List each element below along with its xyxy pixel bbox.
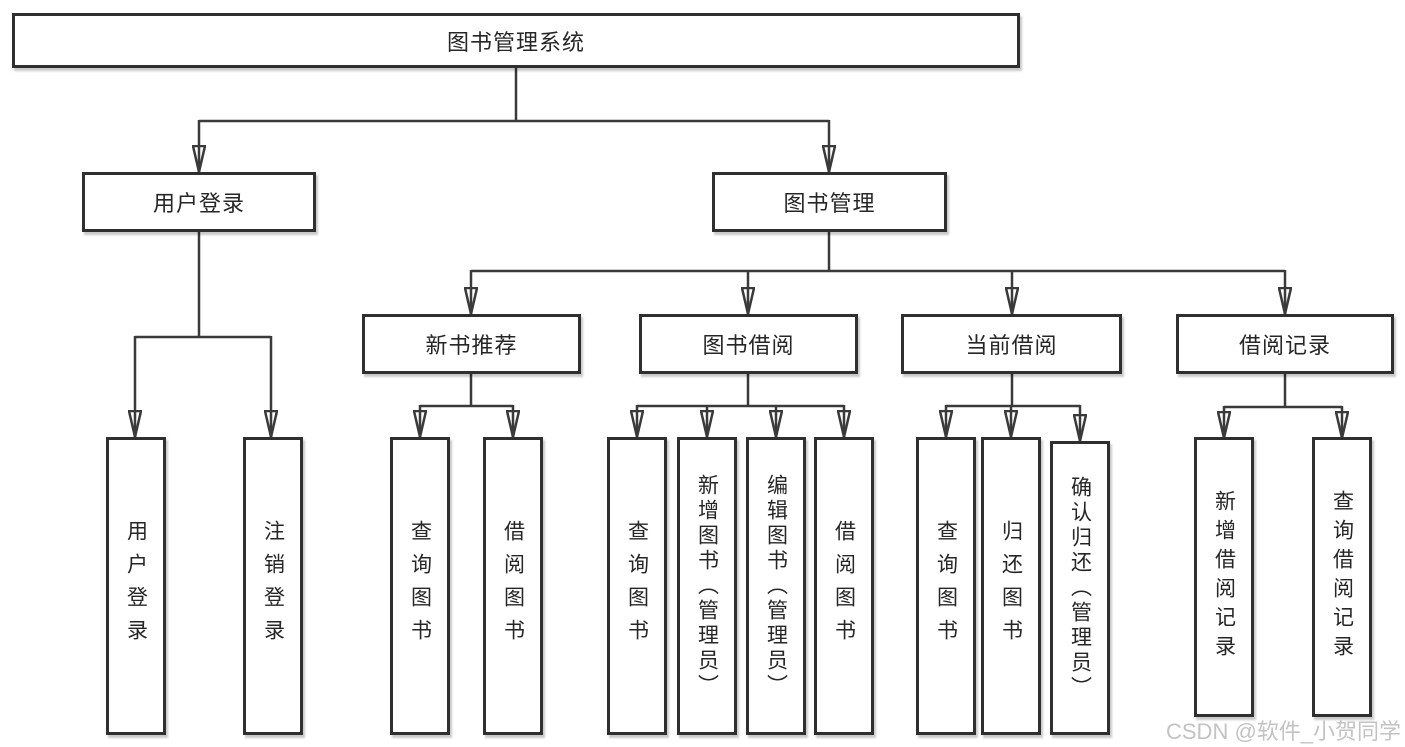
edges-borrow-records — [1224, 374, 1342, 438]
leaf-records-query: 查询借阅记录 — [1312, 437, 1372, 717]
edges-book-management — [471, 232, 1285, 314]
leaf-current-return-label: 归还图书 — [999, 520, 1023, 652]
leaf-newbook-query-label: 查询图书 — [408, 520, 432, 652]
leaf-borrow-query-label: 查询图书 — [625, 520, 649, 652]
node-root-label: 图书管理系统 — [446, 29, 585, 55]
node-current-borrow: 当前借阅 — [901, 314, 1122, 374]
leaf-newbook-borrow: 借阅图书 — [483, 437, 543, 735]
node-borrow-records-label: 借阅记录 — [1238, 333, 1331, 358]
node-current-borrow-label: 当前借阅 — [965, 333, 1058, 358]
edges-user-login — [135, 232, 271, 437]
node-book-borrow: 图书借阅 — [639, 314, 858, 374]
node-book-borrow-label: 图书借阅 — [702, 333, 795, 358]
node-new-book-recommend-label: 新书推荐 — [425, 333, 518, 358]
edges-root-to-level2 — [199, 68, 829, 172]
leaf-records-add: 新增借阅记录 — [1194, 437, 1254, 717]
edges-current-borrow — [946, 374, 1080, 441]
leaf-borrow-add-label: 新增图书（管理员） — [695, 473, 719, 699]
leaf-current-query-label: 查询图书 — [934, 520, 958, 652]
leaf-current-confirm: 确认归还（管理员） — [1050, 441, 1110, 735]
leaf-newbook-query: 查询图书 — [390, 437, 450, 735]
csdn-watermark: CSDN @软件_小贺同学 — [1166, 719, 1402, 744]
leaf-logout: 注销登录 — [243, 437, 303, 735]
leaf-current-confirm-label: 确认归还（管理员） — [1068, 475, 1092, 701]
leaf-borrow-borrow: 借阅图书 — [814, 437, 874, 735]
leaf-borrow-borrow-label: 借阅图书 — [832, 520, 856, 652]
node-borrow-records: 借阅记录 — [1176, 314, 1394, 374]
leaf-newbook-borrow-label: 借阅图书 — [501, 520, 525, 652]
leaf-borrow-edit: 编辑图书（管理员） — [746, 437, 806, 735]
leaf-current-query: 查询图书 — [916, 437, 976, 735]
edges-book-borrow — [637, 374, 844, 437]
leaf-current-return: 归还图书 — [981, 437, 1041, 735]
leaf-borrow-query: 查询图书 — [607, 437, 667, 735]
node-new-book-recommend: 新书推荐 — [362, 314, 581, 374]
leaf-borrow-edit-label: 编辑图书（管理员） — [764, 473, 788, 699]
leaf-user-login: 用户登录 — [106, 437, 166, 735]
node-book-management-label: 图书管理 — [783, 191, 876, 216]
leaf-borrow-add: 新增图书（管理员） — [677, 437, 737, 735]
leaf-records-add-label: 新增借阅记录 — [1212, 490, 1236, 664]
node-root: 图书管理系统 — [12, 13, 1020, 68]
leaf-user-login-label: 用户登录 — [124, 520, 148, 652]
node-book-management: 图书管理 — [712, 172, 947, 232]
edges-new-book — [420, 374, 513, 437]
node-user-login-label: 用户登录 — [152, 191, 245, 216]
leaf-logout-label: 注销登录 — [261, 520, 285, 652]
leaf-records-query-label: 查询借阅记录 — [1330, 490, 1354, 664]
node-user-login: 用户登录 — [82, 172, 316, 232]
